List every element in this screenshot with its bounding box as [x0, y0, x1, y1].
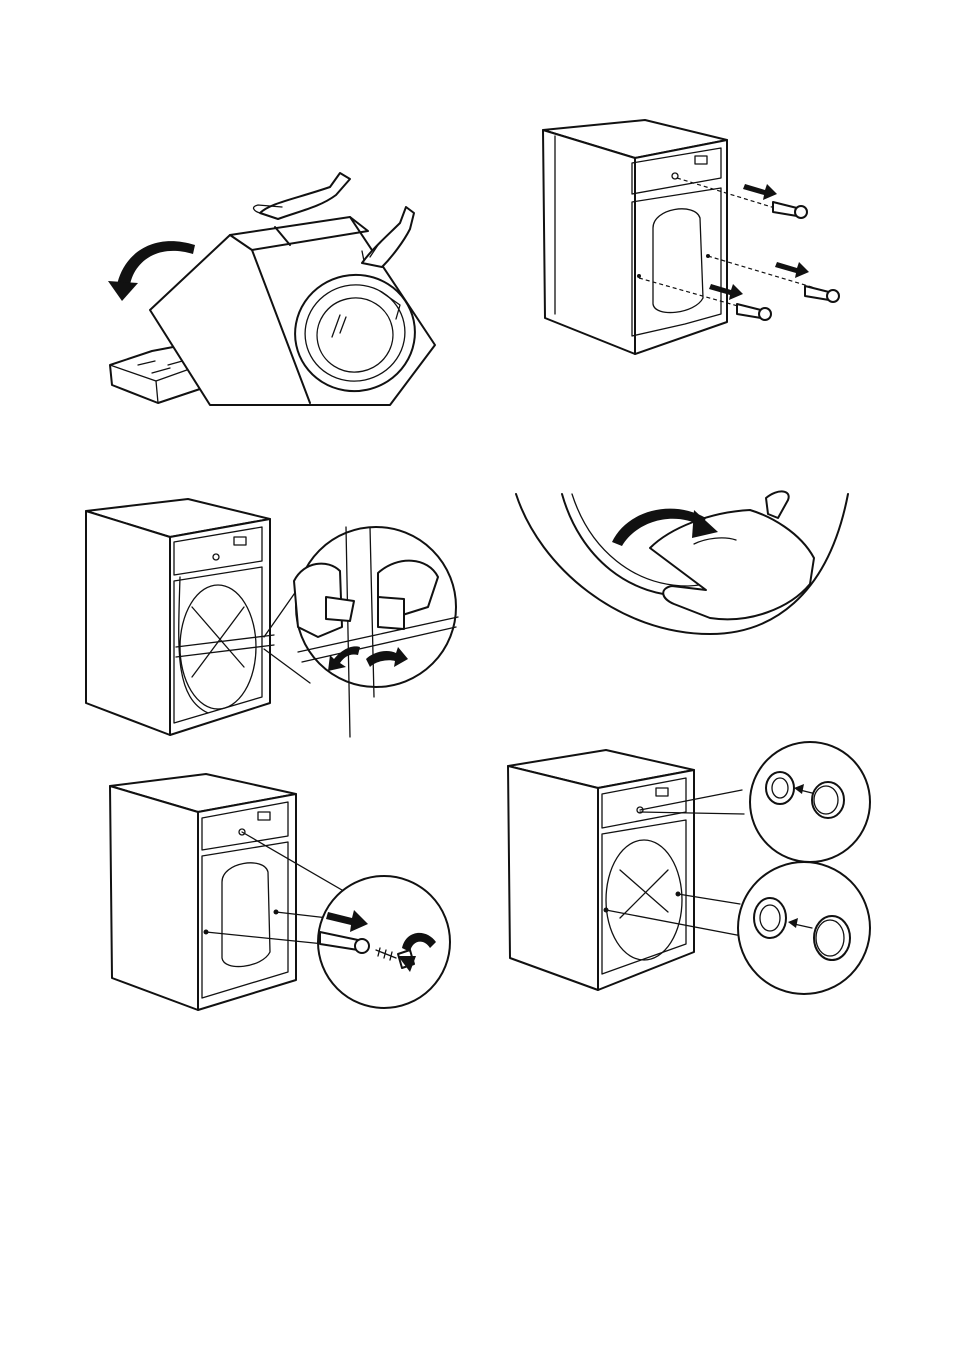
illustration-release-hose-clips [78, 497, 458, 742]
illustration-tilt-machine [100, 165, 450, 410]
plastic-cap-icon [754, 898, 786, 938]
hand-icon [650, 510, 814, 619]
transit-bolt-icon [805, 286, 839, 302]
magnifier-circle-icon [750, 742, 870, 862]
arrow-right-icon [775, 262, 809, 278]
washing-machine-rear [110, 774, 296, 1010]
arrow-right-icon [743, 184, 777, 200]
illustration-remove-transit-bolts [535, 118, 855, 363]
hand-icon [254, 173, 350, 219]
magnifier-circle-icon [294, 527, 458, 737]
hand-icon [362, 207, 414, 267]
washing-machine-rear [508, 750, 694, 990]
washing-machine-rear [86, 499, 274, 735]
magnifier-circle-icon [738, 862, 870, 994]
illustration-open-door [510, 488, 855, 638]
illustration-insert-caps [506, 740, 872, 995]
magnifier-circle-icon [318, 876, 450, 1008]
transit-bolt-icon [737, 304, 771, 320]
washing-machine-rear [543, 120, 727, 354]
plastic-cap-icon [814, 916, 850, 960]
plastic-cap-icon [812, 782, 844, 818]
transit-bolt-icon [773, 202, 807, 218]
plastic-cap-icon [766, 772, 794, 804]
illustration-remove-spacer-screw [106, 772, 448, 1012]
